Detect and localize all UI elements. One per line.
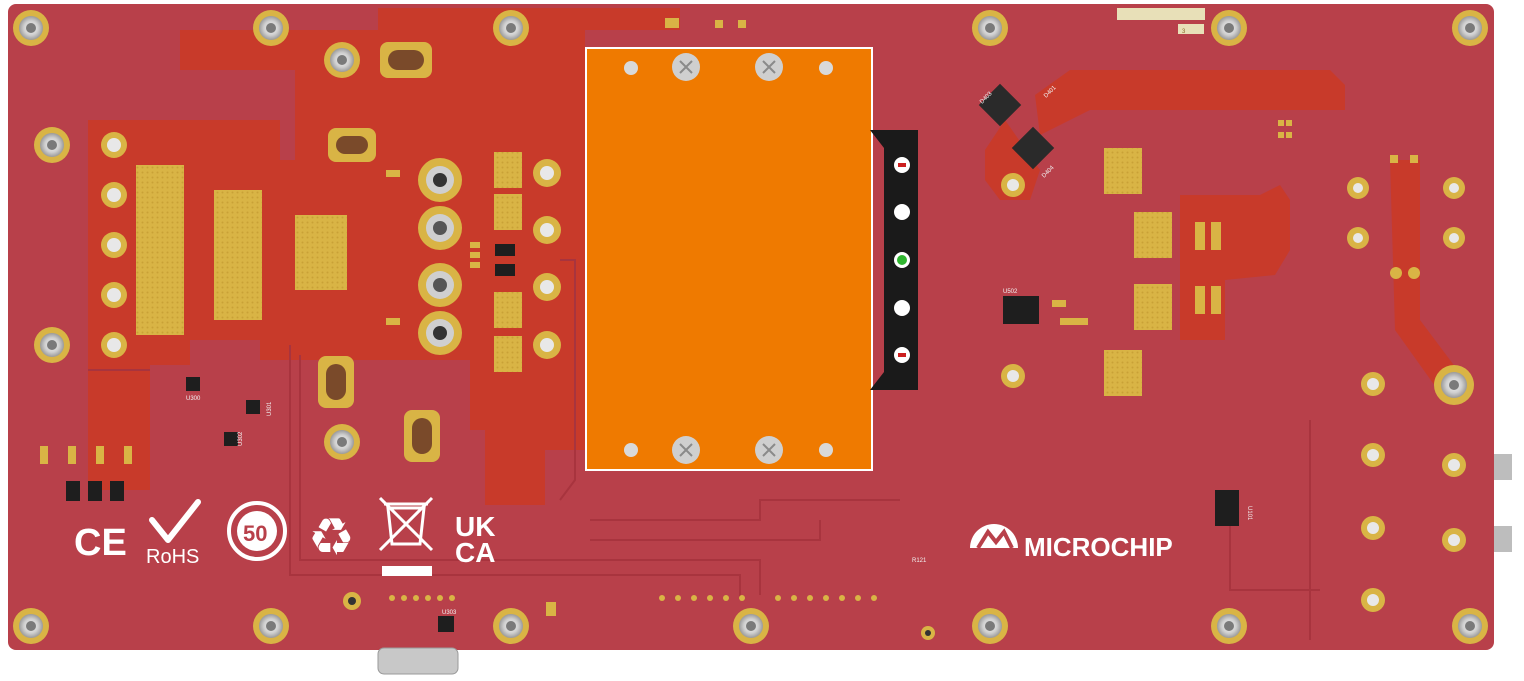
ic-u302 bbox=[224, 432, 238, 446]
mounting-hole bbox=[253, 608, 289, 644]
mounting-hole bbox=[1434, 365, 1474, 405]
mounting-hole bbox=[1211, 10, 1247, 46]
ic-u301 bbox=[246, 400, 260, 414]
signal-traces bbox=[88, 259, 1320, 640]
refdes-tag: 3 bbox=[1182, 29, 1186, 35]
refdes-r121: R121 bbox=[912, 558, 927, 564]
pad-a2 bbox=[494, 194, 522, 230]
heatsink-screw bbox=[755, 436, 783, 464]
ukca-mark: UK CA bbox=[455, 511, 495, 568]
mounting-hole bbox=[253, 10, 289, 46]
mounting-hole bbox=[13, 608, 49, 644]
ce-mark-icon: CE bbox=[74, 522, 127, 564]
epup-50-icon: 50 bbox=[227, 501, 287, 561]
refdes-u303: U303 bbox=[442, 610, 457, 616]
capacitor-terminals bbox=[418, 158, 462, 355]
thermal-pad-3 bbox=[295, 215, 347, 290]
refdes-u302: U302 bbox=[238, 431, 244, 446]
mounting-hole bbox=[1452, 608, 1488, 644]
copper-pour-diode bbox=[985, 120, 1040, 200]
copper-pour-mid bbox=[1180, 185, 1290, 340]
microchip-logo-icon bbox=[970, 524, 1018, 550]
brand-name: MICROCHIP bbox=[1024, 532, 1173, 562]
epup-years-label: 50 bbox=[243, 521, 267, 546]
pad-b3 bbox=[1134, 284, 1172, 330]
silk-bar bbox=[382, 566, 432, 576]
heatsink-screw bbox=[672, 436, 700, 464]
recycle-icon: ♻ bbox=[308, 508, 355, 568]
ic-u303 bbox=[438, 616, 454, 632]
mounting-hole bbox=[493, 10, 529, 46]
mounting-hole bbox=[13, 10, 49, 46]
copper-pour-right bbox=[1035, 70, 1345, 135]
refdes-u502: U502 bbox=[1003, 289, 1018, 295]
refdes-u301: U301 bbox=[267, 401, 273, 416]
heatsink-screw bbox=[755, 53, 783, 81]
mounting-hole bbox=[733, 608, 769, 644]
svg-text:♻: ♻ bbox=[308, 508, 355, 568]
mounting-holes bbox=[13, 10, 1488, 644]
mounting-hole bbox=[972, 608, 1008, 644]
pad-a1 bbox=[494, 152, 522, 188]
header-pin-row bbox=[389, 595, 877, 601]
ukca-top: UK bbox=[455, 511, 495, 542]
ukca-bottom: CA bbox=[455, 537, 495, 568]
refdes-u300: U300 bbox=[186, 396, 201, 402]
mounting-hole bbox=[34, 127, 70, 163]
through-hole-pads bbox=[343, 159, 1466, 640]
ic-u300 bbox=[186, 377, 200, 391]
mounting-hole bbox=[324, 42, 360, 78]
weee-bin-icon bbox=[378, 496, 434, 552]
mounting-hole bbox=[34, 327, 70, 363]
refdes-u101: U101 bbox=[1246, 506, 1252, 521]
pad-b4 bbox=[1104, 350, 1142, 396]
pad-b2 bbox=[1134, 212, 1172, 258]
rohs-label: RoHS bbox=[146, 546, 199, 568]
ic-u502 bbox=[1003, 296, 1039, 324]
thermal-pad-2 bbox=[214, 190, 262, 320]
mounting-hole bbox=[972, 10, 1008, 46]
pad-b1 bbox=[1104, 148, 1142, 194]
sma-connector bbox=[1494, 526, 1512, 552]
heatsink-screw bbox=[672, 53, 700, 81]
ic-u101 bbox=[1215, 490, 1239, 526]
usb-connector bbox=[377, 647, 459, 675]
heatsink bbox=[585, 47, 873, 471]
ce-mark-text: CE bbox=[74, 522, 127, 564]
slotted-holes bbox=[318, 42, 440, 462]
sma-connector bbox=[1494, 454, 1512, 480]
mounting-hole bbox=[493, 608, 529, 644]
pin-header-left bbox=[101, 132, 127, 358]
smd-components bbox=[40, 8, 1420, 616]
rohs-check-icon: RoHS bbox=[146, 499, 201, 568]
pad-a3 bbox=[494, 292, 522, 328]
copper-pour-right-strip bbox=[1390, 160, 1465, 400]
thermal-pad-1 bbox=[136, 165, 184, 335]
mounting-hole bbox=[1452, 10, 1488, 46]
power-connector bbox=[870, 130, 918, 390]
mounting-hole bbox=[324, 424, 360, 460]
copper-pour-left bbox=[150, 8, 680, 505]
pad-a4 bbox=[494, 336, 522, 372]
mounting-hole bbox=[1211, 608, 1247, 644]
